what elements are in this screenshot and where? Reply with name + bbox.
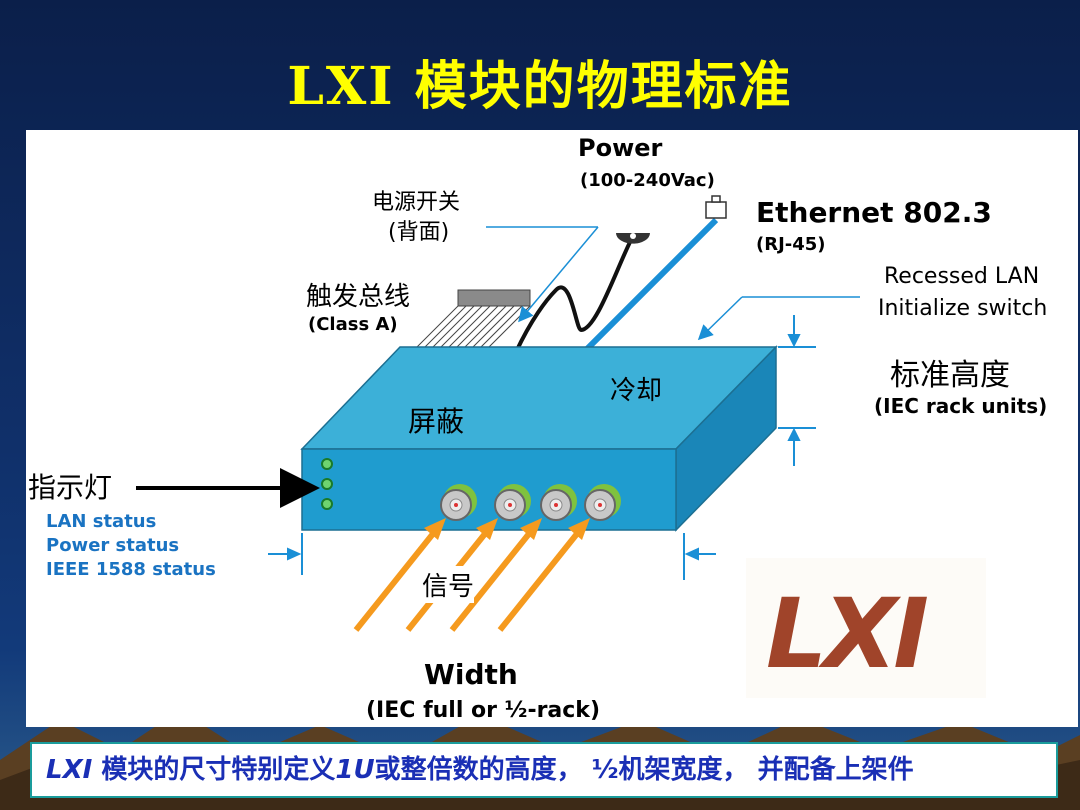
- width-dimension: [268, 533, 716, 580]
- recessed-lan-label: Recessed LAN: [884, 264, 1040, 289]
- trigger-bus-connector: [411, 289, 531, 353]
- initialize-switch-label: Initialize switch: [878, 296, 1048, 321]
- power-label: Power: [578, 134, 663, 162]
- power-switch-label: 电源开关: [372, 190, 461, 215]
- device-illustration: [136, 195, 860, 632]
- lxi-logo-text: LXI: [766, 578, 929, 690]
- power-switch-back-label: (背面): [388, 220, 450, 245]
- lxi-logo: LXI: [746, 558, 986, 698]
- ethernet-cable: [583, 217, 719, 353]
- diagram-panel: Power (100-240Vac) 电源开关 (背面) Ethernet 80…: [26, 130, 1078, 727]
- caption-text-1: 模块的尺寸特别定义: [92, 755, 336, 785]
- caption-text-2: 或整倍数的高度， ½机架宽度， 并配备上架件: [374, 755, 914, 785]
- slide-title: LXI 模块的物理标准: [287, 56, 793, 117]
- status-item: IEEE 1588 status: [46, 559, 216, 580]
- width-label: Width: [424, 658, 518, 691]
- device-front: [301, 448, 677, 531]
- power-range-label: (100-240Vac): [580, 170, 715, 191]
- ethernet-conn-label: (RJ-45): [756, 234, 826, 255]
- status-leds: [321, 458, 333, 510]
- rj45-icon: [705, 195, 727, 219]
- trigger-bus-label: 触发总线: [306, 282, 411, 312]
- indicator-label: 指示灯: [28, 471, 113, 504]
- trigger-class-label: (Class A): [308, 314, 398, 335]
- standard-height-label: 标准高度: [890, 358, 1010, 393]
- power-cable: [514, 239, 633, 353]
- caption-lxi: LXI: [46, 755, 93, 785]
- caption-1u: 1U: [335, 755, 375, 785]
- caption-bar: LXI 模块的尺寸特别定义1U或整倍数的高度， ½机架宽度， 并配备上架件: [30, 742, 1058, 798]
- shielding-label: 屏蔽: [408, 405, 465, 438]
- signal-connectors: [440, 484, 621, 521]
- iec-rack-units-label: (IEC rack units): [874, 394, 1048, 418]
- status-item: Power status: [46, 535, 180, 556]
- height-dimension: [778, 315, 816, 466]
- status-list: LAN status Power status IEEE 1588 status: [46, 510, 216, 582]
- status-item: LAN status: [46, 511, 157, 532]
- ethernet-label: Ethernet 802.3: [756, 196, 992, 229]
- width-note-label: (IEC full or ½-rack): [366, 698, 600, 723]
- signal-label: 信号: [422, 566, 475, 603]
- cooling-label: 冷却: [610, 376, 663, 406]
